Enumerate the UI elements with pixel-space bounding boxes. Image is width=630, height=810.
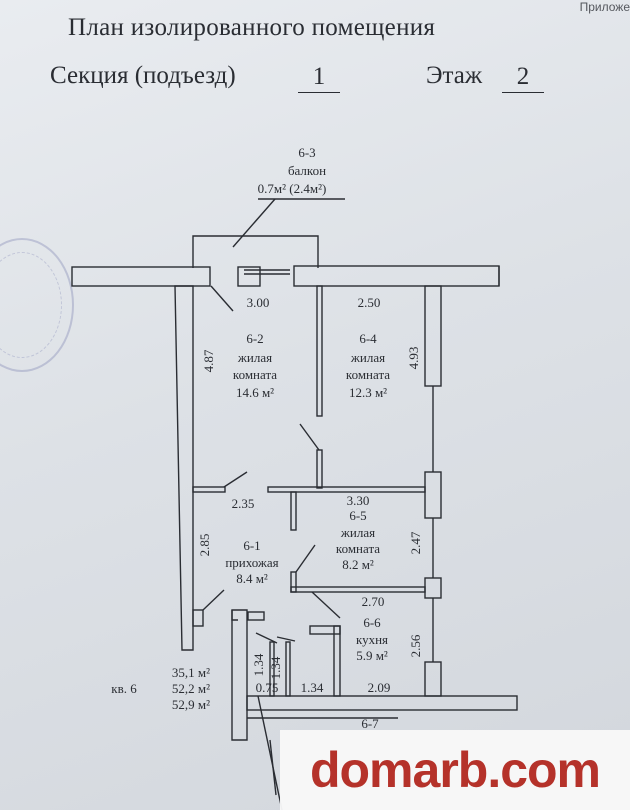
room-6-4-area: 12.3 м² (349, 385, 387, 400)
door-swing (311, 591, 341, 619)
room-6-1-name: прихожая (225, 555, 278, 570)
dim-2-85: 2.85 (197, 534, 212, 557)
room-6-1-code: 6-1 (243, 538, 260, 553)
balcony-area: 0.7м² (2.4м²) (258, 181, 327, 196)
room-6-2-code: 6-2 (246, 331, 263, 346)
room-6-4-name2: комната (346, 367, 390, 382)
top-wall-door-jamb (237, 266, 261, 287)
stair-diagonal (269, 739, 277, 796)
top-wall-right (293, 265, 500, 287)
section-floor-row: Секция (подъезд) 1 Этаж 2 (50, 62, 610, 102)
dim-2-70: 2.70 (362, 594, 385, 609)
door-swing (299, 423, 320, 451)
bathroom-wall-b (285, 641, 291, 697)
right-wall-lower (424, 577, 442, 599)
room-6-2-name2: комната (233, 367, 277, 382)
door-swing (276, 636, 296, 642)
room-6-4-code: 6-4 (359, 331, 377, 346)
left-wall (174, 285, 194, 651)
apartment-label: кв. 6 (111, 681, 137, 696)
dim-2-35: 2.35 (232, 496, 255, 511)
stair-wall (231, 609, 248, 741)
dim-4-93: 4.93 (406, 347, 421, 370)
room-6-5-name: жилая (340, 525, 375, 540)
right-wall-upper (424, 285, 442, 387)
hall-door-jamb (192, 609, 204, 627)
room-6-2-area: 14.6 м² (236, 385, 274, 400)
partition-hall-top (192, 486, 226, 493)
area-living: 35,1 м² (172, 665, 210, 680)
dim-2-56: 2.56 (408, 634, 423, 657)
niche (247, 611, 265, 621)
kitchen-stub (309, 625, 341, 635)
floor-value: 2 (502, 62, 544, 93)
partition-65-bottom (290, 586, 426, 593)
dim-1-34-b: 1.34 (268, 656, 283, 679)
corner-note: Приложе (579, 0, 630, 14)
door-swing (210, 285, 234, 312)
top-wall-left (71, 266, 211, 287)
room-6-2-name: жилая (237, 350, 272, 365)
dim-0-75: 0.75 (256, 680, 279, 695)
room-6-5-name2: комната (336, 541, 380, 556)
door-swing (202, 589, 225, 611)
room-6-5-code: 6-5 (349, 508, 366, 523)
dim-1-34-c: 1.34 (301, 680, 324, 695)
dim-4-87: 4.87 (201, 349, 216, 372)
partition-62-64 (316, 285, 323, 417)
room-6-1-area: 8.4 м² (236, 571, 268, 586)
room-6-6-name: кухня (356, 632, 388, 647)
partition-stub (316, 449, 323, 489)
watermark: domarb.com (280, 730, 630, 810)
door-swing (223, 471, 248, 488)
dim-2-09: 2.09 (368, 680, 391, 695)
partition-65-left (290, 491, 297, 531)
balcony-outline (192, 235, 319, 268)
dim-2-47: 2.47 (408, 531, 423, 554)
room-6-6-area: 5.9 м² (356, 648, 388, 663)
dim-1-34-a: 1.34 (251, 653, 266, 676)
balcony-code: 6-3 (298, 145, 315, 160)
stair-diagonal (257, 695, 283, 810)
balcony-leader (232, 198, 276, 248)
door-swing (295, 544, 316, 573)
balcony-name: балкон (288, 163, 326, 178)
partition-65-top (267, 486, 426, 493)
area-with-balcony: 52,9 м² (172, 697, 210, 712)
right-wall-mid (424, 471, 442, 519)
room-6-6-code: 6-6 (363, 615, 381, 630)
stair-wall-notch (231, 610, 238, 621)
watermark-text: domarb.com (309, 742, 601, 798)
room-6-4-name: жилая (350, 350, 385, 365)
kitchen-wall (333, 625, 341, 697)
area-total: 52,2 м² (172, 681, 210, 696)
section-value: 1 (298, 62, 340, 93)
room-6-5-area: 8.2 м² (342, 557, 374, 572)
page-title: План изолированного помещения (68, 14, 436, 41)
dim-2-50: 2.50 (358, 295, 381, 310)
bottom-wall (246, 695, 518, 711)
dim-3-30: 3.30 (347, 493, 370, 508)
floor-label: Этаж (426, 62, 483, 89)
partition-65-left-low (290, 571, 297, 593)
room-6-7-code: 6-7 (361, 716, 379, 731)
right-wall-bottom (424, 661, 442, 697)
section-label: Секция (подъезд) (50, 62, 236, 89)
dim-3-00: 3.00 (247, 295, 270, 310)
